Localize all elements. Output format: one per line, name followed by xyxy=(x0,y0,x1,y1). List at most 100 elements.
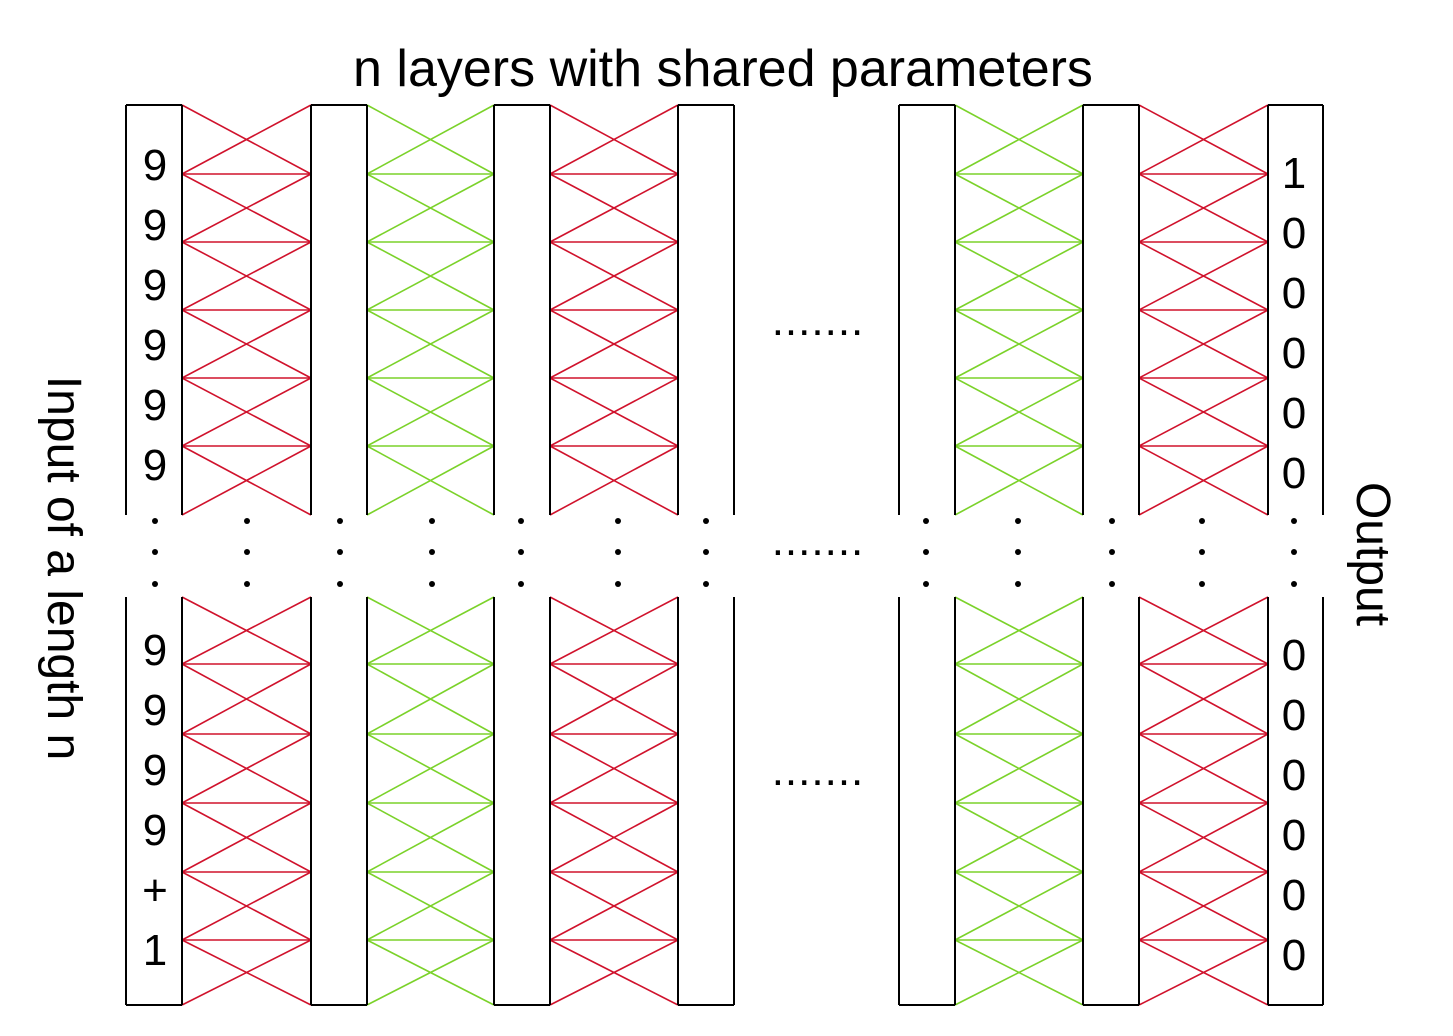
connection-line xyxy=(549,173,679,243)
input-digits-bottom: 9 9 9 9 + 1 xyxy=(142,626,168,975)
vertical-dot xyxy=(152,518,158,524)
connection-line xyxy=(366,104,495,175)
connection-line xyxy=(366,173,495,243)
connection-line xyxy=(1138,802,1269,873)
vertical-dot xyxy=(1015,549,1021,555)
connection-line xyxy=(181,802,312,873)
vertical-dot xyxy=(703,549,709,555)
connection-line xyxy=(954,173,1084,243)
vertical-dot xyxy=(923,518,929,524)
connection-line xyxy=(366,241,495,311)
connection-line xyxy=(1138,309,1269,379)
connection-line xyxy=(181,663,312,735)
input-digit: 1 xyxy=(143,926,167,975)
vertical-dot xyxy=(703,518,709,524)
vertical-dot xyxy=(429,581,435,587)
connection-line xyxy=(954,802,1084,873)
connection-line xyxy=(181,596,312,665)
connection-line xyxy=(366,445,495,516)
vertical-dot xyxy=(244,549,250,555)
connection-line xyxy=(1138,939,1269,1006)
connection-line xyxy=(954,377,1084,447)
input-digit: 9 xyxy=(143,321,167,370)
connection-line xyxy=(549,445,679,516)
connection-line xyxy=(366,939,495,1006)
connection-line xyxy=(366,663,495,735)
connection-line xyxy=(181,241,312,311)
output-digit: 0 xyxy=(1282,751,1306,800)
vertical-dot xyxy=(518,518,524,524)
connection-line xyxy=(366,871,495,941)
vertical-dot xyxy=(429,549,435,555)
connection-line xyxy=(954,939,1084,1006)
connection-line xyxy=(1138,104,1269,175)
connection-line xyxy=(1138,596,1269,665)
connection-line xyxy=(1138,663,1269,735)
output-digit: 0 xyxy=(1282,871,1306,920)
connection-line xyxy=(954,596,1084,665)
connection-line xyxy=(1138,377,1269,447)
connection-line xyxy=(954,733,1084,804)
vertical-dot xyxy=(1015,581,1021,587)
vertical-dot xyxy=(1109,581,1115,587)
input-digit: 9 xyxy=(143,141,167,190)
connection-line xyxy=(549,104,679,175)
vertical-dot xyxy=(615,518,621,524)
vertical-dot xyxy=(244,581,250,587)
input-digit: 9 xyxy=(143,686,167,735)
vertical-dot xyxy=(923,549,929,555)
connection-line xyxy=(181,445,312,516)
vertical-dot xyxy=(703,581,709,587)
vertical-dot xyxy=(1109,549,1115,555)
ellipsis-bottom: ....... xyxy=(772,746,865,795)
vertical-dot xyxy=(1291,581,1297,587)
input-digit: 9 xyxy=(143,201,167,250)
output-digit: 0 xyxy=(1282,389,1306,438)
connections-group xyxy=(181,104,1269,1006)
vertical-dots-group xyxy=(152,518,1297,587)
vertical-dot xyxy=(1109,518,1115,524)
input-digit: 9 xyxy=(143,626,167,675)
output-digit: 0 xyxy=(1282,691,1306,740)
vertical-dot xyxy=(429,518,435,524)
connection-line xyxy=(549,596,679,665)
connection-line xyxy=(1138,445,1269,516)
vertical-dot xyxy=(518,549,524,555)
connection-line xyxy=(366,309,495,379)
connection-line xyxy=(954,241,1084,311)
vertical-dot xyxy=(337,581,343,587)
connection-line xyxy=(549,871,679,941)
vertical-dot xyxy=(244,518,250,524)
input-digit: 9 xyxy=(143,746,167,795)
vertical-dot xyxy=(615,581,621,587)
vertical-dot xyxy=(1291,549,1297,555)
ellipsis-middle: ....... xyxy=(772,516,865,565)
connection-line xyxy=(181,173,312,243)
output-digit: 0 xyxy=(1282,329,1306,378)
input-digits-top: 9 9 9 9 9 9 xyxy=(143,141,167,490)
vertical-dot xyxy=(1199,549,1205,555)
connection-line xyxy=(1138,733,1269,804)
output-digit: 0 xyxy=(1282,631,1306,680)
vertical-dot xyxy=(152,581,158,587)
connection-line xyxy=(1138,241,1269,311)
output-digits-top: 1 0 0 0 0 0 xyxy=(1282,149,1306,498)
vertical-dot xyxy=(1199,581,1205,587)
connection-line xyxy=(181,377,312,447)
ellipsis-top: ....... xyxy=(772,296,865,345)
vertical-dot xyxy=(923,581,929,587)
connection-line xyxy=(954,445,1084,516)
connection-line xyxy=(954,871,1084,941)
vertical-dot xyxy=(1015,518,1021,524)
connection-line xyxy=(549,309,679,379)
columns-group xyxy=(125,104,1324,1006)
connection-line xyxy=(549,377,679,447)
connection-line xyxy=(366,596,495,665)
connection-line xyxy=(366,802,495,873)
output-digit: 0 xyxy=(1282,209,1306,258)
connection-line xyxy=(549,733,679,804)
connection-line xyxy=(181,939,312,1006)
connection-line xyxy=(366,377,495,447)
vertical-dot xyxy=(1291,518,1297,524)
